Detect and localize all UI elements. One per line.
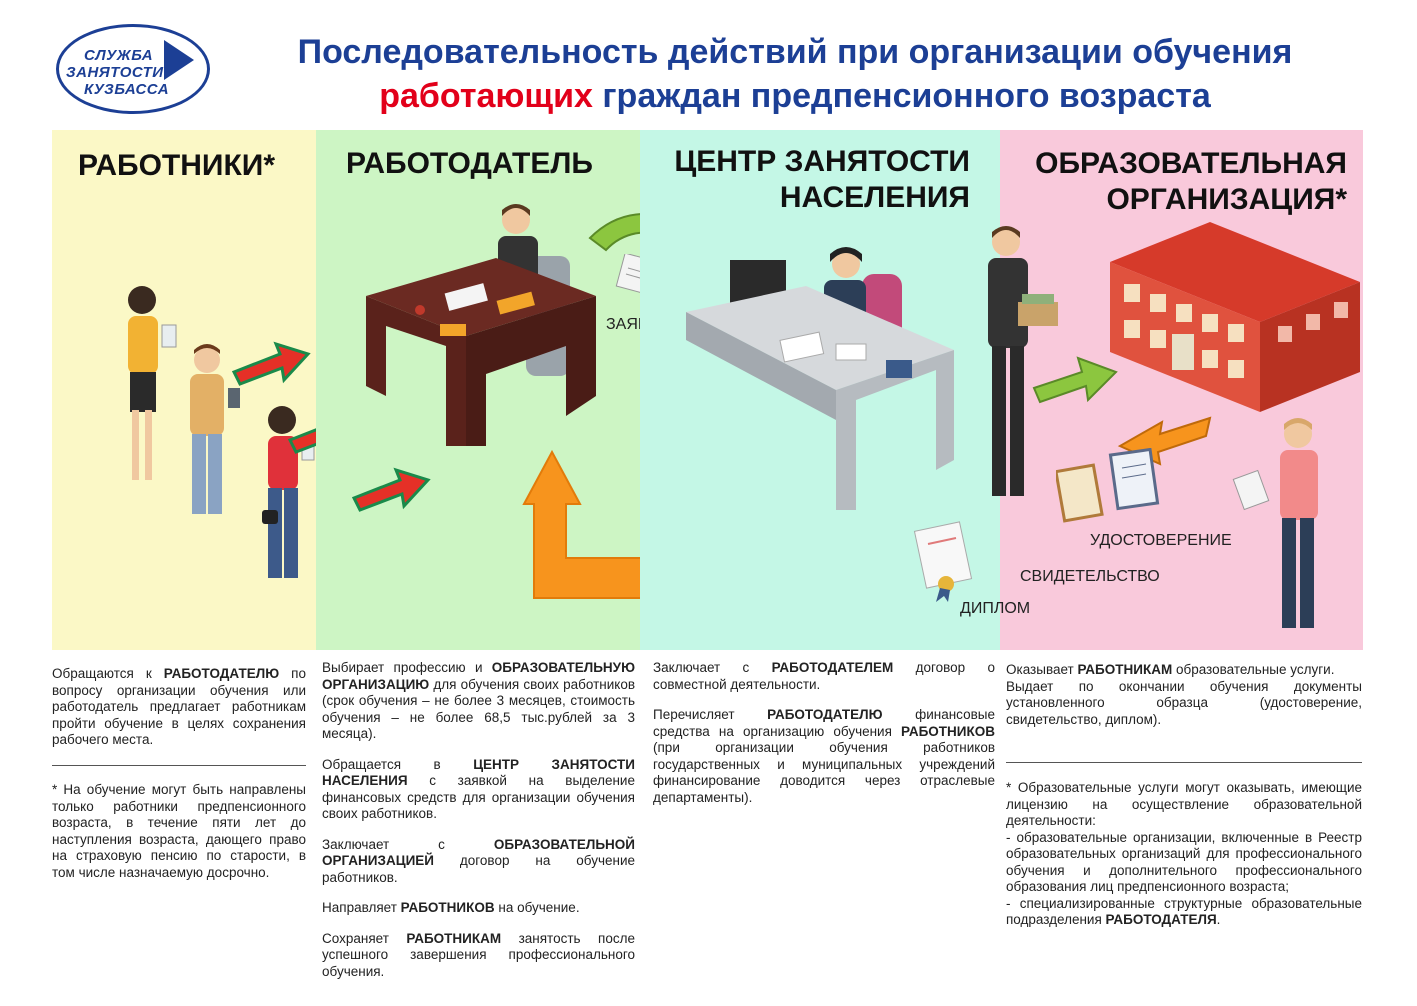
heading-line-2: ОРГАНИЗАЦИЯ*	[1106, 183, 1347, 216]
employer-desk-illustration	[366, 204, 596, 446]
text-part: Выбирает профессию и	[322, 660, 492, 675]
org-paragraph-2: Выдает по окончании обучения документы у…	[1006, 678, 1362, 727]
center-paragraph-2: Перечисляет РАБОТОДАТЕЛЮ финансовые сред…	[653, 707, 995, 806]
text-part: .	[1216, 912, 1221, 927]
text-part: Обращаются к	[52, 666, 164, 681]
column-workers: РАБОТНИКИ*	[52, 130, 367, 650]
employer-paragraph-3: Заключает с ОБРАЗОВАТЕЛЬНОЙ ОРГАНИЗАЦИЕЙ…	[322, 837, 635, 887]
text-bold: РАБОТОДАТЕЛЮ	[163, 666, 280, 681]
certificate-documents-icon	[1056, 448, 1160, 523]
employer-paragraph-4: Направляет РАБОТНИКОВ на обучение.	[322, 900, 635, 917]
text-part: на обучение.	[494, 900, 580, 915]
text-part: Направляет	[322, 900, 401, 915]
text-bold: ОБРАЗОВАТЕЛЬНОЙ ОРГАНИЗАЦИЕЙ	[322, 836, 635, 869]
text-part: (при организации обучения работников гос…	[653, 740, 995, 805]
employer-description: Выбирает профессию и ОБРАЗОВАТЕЛЬНУЮ ОРГ…	[322, 660, 635, 994]
text-part: Сохраняет	[322, 930, 407, 946]
logo-line-1: СЛУЖБА	[84, 47, 154, 64]
text-part: Заключает с	[653, 660, 772, 675]
arrow-green-icon	[1032, 356, 1118, 404]
text-part: для обучения своих работников (срок обуч…	[322, 676, 635, 742]
divider	[1006, 762, 1362, 763]
center-paragraph-1: Заключает с РАБОТОДАТЕЛЕМ договор о совм…	[653, 660, 995, 693]
text-part: занятость после успешного завершения про…	[322, 930, 635, 979]
diploma-icon	[913, 521, 973, 602]
workers-paragraph: Обращаются к РАБОТОДАТЕЛЮ по вопросу орг…	[52, 666, 306, 749]
text-part: Перечисляет	[653, 707, 768, 722]
employment-center-description: Заключает с РАБОТОДАТЕЛЕМ договор о совм…	[653, 660, 995, 820]
column-employer-heading: РАБОТОДАТЕЛЬ	[346, 147, 593, 180]
text-bold: РАБОТНИКОВ	[400, 900, 495, 915]
arrow-red-icon	[352, 467, 431, 512]
text-part: договор на обучение работников.	[322, 853, 635, 885]
text-part: Обращается в	[322, 756, 474, 772]
title-line-2: работающих граждан предпенсионного возра…	[230, 74, 1360, 118]
educational-org-description: Оказывает РАБОТНИКАМ образовательные усл…	[1006, 662, 1362, 742]
workers-description: Обращаются к РАБОТОДАТЕЛЮ по вопросу орг…	[52, 666, 306, 763]
text-part: финансовые средства на организацию обуче…	[653, 707, 995, 739]
title-line-1: Последовательность действий при организа…	[297, 33, 1293, 71]
text-bold: РАБОТОДАТЕЛЯ	[1105, 912, 1217, 927]
text-bold: РАБОТНИКОВ	[901, 723, 995, 739]
org-paragraph-1: Оказывает РАБОТНИКАМ образовательные усл…	[1006, 662, 1362, 679]
divider	[52, 765, 306, 766]
employer-paragraph-2: Обращается в ЦЕНТР ЗАНЯТОСТИ НАСЕЛЕНИЯ с…	[322, 757, 635, 823]
logo-line-2: ЗАНЯТОСТИ	[66, 64, 164, 81]
heading-line-1: ЦЕНТР ЗАНЯТОСТИ	[674, 145, 970, 178]
column-employment-center-heading: ЦЕНТР ЗАНЯТОСТИ НАСЕЛЕНИЯ	[674, 144, 970, 216]
text-bold: РАБОТНИКАМ	[406, 930, 502, 946]
text-part: с заявкой на выделение финансовых средст…	[322, 773, 635, 821]
text-part: договор о совместной деятельности.	[653, 660, 995, 692]
label-diploma: ДИПЛОМ	[960, 600, 1031, 617]
text-bold: РАБОТНИКАМ	[1077, 662, 1173, 677]
heading-line-2: НАСЕЛЕНИЯ	[779, 181, 970, 214]
text-part: - специализированные структурные образов…	[1006, 895, 1362, 928]
text-part: по вопросу организации обучения или рабо…	[52, 666, 306, 747]
text-part: Заключает с	[322, 836, 494, 852]
footnote-line-2: - образовательные организации, включенны…	[1006, 829, 1362, 895]
column-educational-org-heading: ОБРАЗОВАТЕЛЬНАЯ ОРГАНИЗАЦИЯ*	[1035, 146, 1347, 218]
column-educational-org: ОБРАЗОВАТЕЛЬНАЯ ОРГАНИЗАЦИЯ*	[913, 130, 1363, 650]
man-with-money-figure	[988, 226, 1058, 496]
label-certificate: УДОСТОВЕРЕНИЕ	[1090, 532, 1232, 549]
employer-paragraph-5: Сохраняет РАБОТНИКАМ занятость после усп…	[322, 931, 635, 981]
footnote-text: * На обучение могут быть направлены толь…	[52, 782, 306, 880]
text-bold: РАБОТОДАТЕЛЮ	[767, 707, 883, 722]
column-workers-heading: РАБОТНИКИ*	[78, 149, 276, 182]
text-bold: ОБРАЗОВАТЕЛЬНУЮ ОРГАНИЗАЦИЮ	[322, 660, 635, 692]
logo: СЛУЖБА ЗАНЯТОСТИ КУЗБАССА	[56, 24, 210, 114]
text-part: образовательные услуги.	[1172, 662, 1335, 677]
logo-line-3: КУЗБАССА	[84, 81, 170, 98]
title-highlight: работающих	[379, 77, 593, 115]
text-bold: ЦЕНТР ЗАНЯТОСТИ НАСЕЛЕНИЯ	[322, 756, 635, 789]
column-employer: РАБОТОДАТЕЛЬ ЗАЯВКА	[316, 130, 875, 650]
student-figure	[1232, 418, 1318, 628]
page-title: Последовательность действий при организа…	[230, 30, 1360, 118]
column-employment-center: ЦЕНТР ЗАНЯТОСТИ НАСЕЛЕНИЯ	[640, 130, 1000, 650]
footnote-line-1: * Образовательные услуги могут оказывать…	[1006, 780, 1362, 828]
logo-triangle-icon	[164, 40, 194, 80]
employment-center-desk-illustration	[686, 247, 954, 510]
logo-oval	[56, 24, 210, 114]
label-testimonial: СВИДЕТЕЛЬСТВО	[1020, 568, 1160, 585]
employer-paragraph-1: Выбирает профессию и ОБРАЗОВАТЕЛЬНУЮ ОРГ…	[322, 660, 635, 743]
text-bold: РАБОТОДАТЕЛЕМ	[771, 660, 894, 675]
footnote-line-3: - специализированные структурные образов…	[1006, 896, 1362, 929]
heading-line-1: ОБРАЗОВАТЕЛЬНАЯ	[1035, 147, 1347, 180]
workers-queue-figures	[128, 286, 315, 578]
title-line-2-rest: граждан предпенсионного возраста	[592, 77, 1211, 115]
text-part: Оказывает	[1006, 662, 1078, 677]
educational-org-footnote: * Образовательные услуги могут оказывать…	[1006, 780, 1362, 929]
school-building-illustration	[1110, 222, 1360, 412]
arrow-red-icon	[232, 341, 311, 386]
workers-footnote: * На обучение могут быть направлены толь…	[52, 782, 306, 895]
